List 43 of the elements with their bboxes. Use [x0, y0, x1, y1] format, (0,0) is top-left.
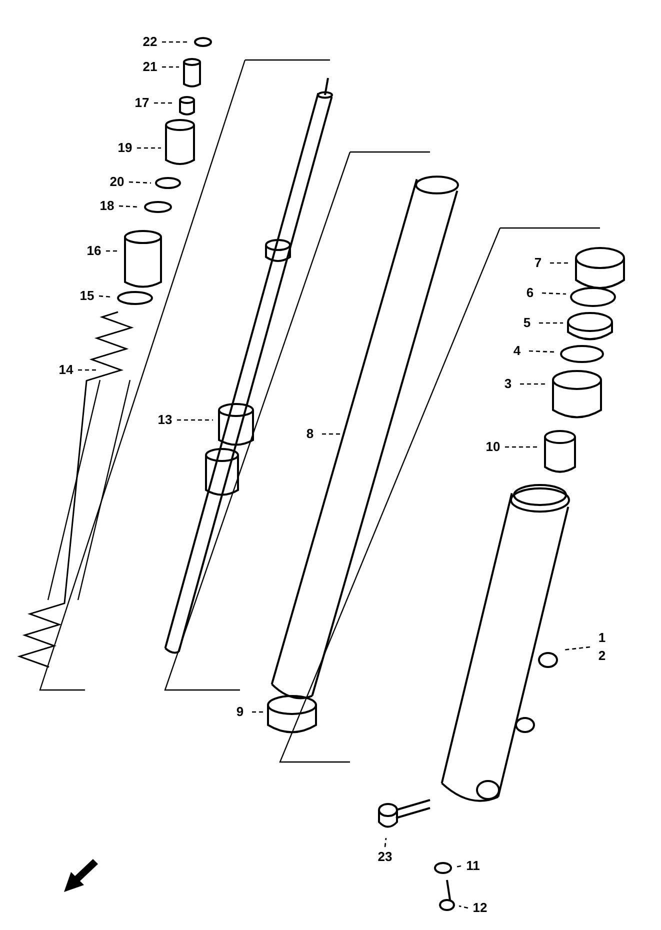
callout-number: 18: [98, 197, 116, 215]
leader-line: [542, 292, 566, 295]
leader-line: [505, 446, 540, 448]
leader-line: [458, 905, 468, 909]
callout-number: 4: [512, 342, 522, 360]
callout-number: 11: [465, 857, 481, 875]
leader-line: [78, 369, 96, 371]
leader-line: [177, 419, 213, 421]
callout-number: 22: [142, 33, 158, 51]
callout-number: 15: [78, 287, 96, 305]
leader-line: [98, 295, 112, 298]
callout-number: 7: [533, 254, 543, 272]
callout-number: 12: [472, 899, 488, 917]
leader-line: [520, 383, 547, 385]
leader-line: [137, 147, 161, 149]
callout-number: 21: [142, 58, 158, 76]
callout-number: 1: [597, 629, 607, 647]
leader-line: [384, 838, 387, 848]
callout-number: 17: [134, 94, 150, 112]
leader-line: [252, 711, 263, 713]
callout-number: 9: [235, 703, 245, 721]
callout-number: 20: [108, 173, 126, 191]
callout-number: 8: [305, 425, 315, 443]
leader-line: [528, 350, 556, 353]
leader-line: [550, 262, 571, 264]
leader-line: [162, 66, 179, 68]
callout-number: 19: [116, 139, 134, 157]
callout-number: 10: [484, 438, 502, 456]
leader-line: [154, 102, 175, 104]
callout-number: 13: [156, 411, 174, 429]
callout-number: 5: [522, 314, 532, 332]
callout-number: 14: [58, 361, 74, 379]
leader-line: [539, 322, 563, 324]
callout-number: 6: [525, 284, 535, 302]
leader-line: [456, 865, 462, 868]
callout-number: 16: [86, 242, 102, 260]
callout-number: 2: [597, 647, 607, 665]
callout-number: 3: [503, 375, 513, 393]
leader-line: [128, 181, 152, 184]
callout-number: 23: [376, 848, 394, 866]
leader-line: [162, 41, 189, 43]
leader-line: [562, 646, 590, 651]
leader-line: [106, 250, 120, 252]
